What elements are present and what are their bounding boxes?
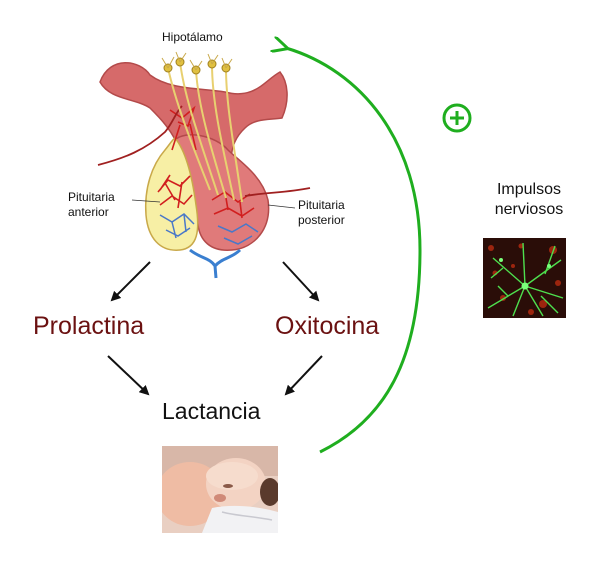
- posterior-label-line: [267, 204, 296, 209]
- capillaries-posterior-red: [211, 191, 255, 219]
- posterior-pituitary-label-line1: Pituitaria: [298, 198, 345, 212]
- artery-right: [244, 187, 311, 197]
- neuron-micrograph-image: [483, 238, 566, 318]
- arrow-prolactin-to-lactation: [107, 355, 150, 396]
- artery-left: [97, 105, 183, 166]
- feedback-arrow: [286, 48, 422, 454]
- neuron-cell-bodies: [163, 57, 231, 75]
- posterior-pituitary-label-line2: posterior: [298, 213, 345, 227]
- neuron-micrograph: [483, 238, 566, 318]
- nerve-impulses-label: Impulsos nerviosos: [478, 180, 580, 220]
- arrow-posterior-to-oxytocin: [282, 261, 320, 302]
- anterior-pituitary-label-line1: Pituitaria: [68, 190, 115, 204]
- arrow-anterior-to-prolactin: [110, 261, 151, 302]
- neuron-dendrites: [161, 51, 233, 71]
- arrow-oxytocin-to-lactation: [284, 355, 323, 396]
- neuron-fibers: [167, 61, 243, 203]
- pituitary-illustration: [97, 51, 311, 279]
- posterior-pituitary-label: Pituitaria posterior: [298, 198, 345, 228]
- capillaries-posterior-blue: [217, 223, 259, 245]
- anterior-pituitary-label-line2: anterior: [68, 205, 109, 219]
- anterior-label-line: [131, 199, 161, 203]
- prolactin-label: Prolactina: [33, 312, 145, 340]
- capillaries-anterior-red: [157, 174, 193, 209]
- breastfeeding-photo-image: [162, 446, 278, 533]
- oxytocin-label: Oxitocina: [275, 312, 380, 340]
- hypothalamus-tissue: [99, 62, 288, 170]
- nerve-impulses-label-line1: Impulsos: [496, 181, 562, 198]
- breastfeeding-photo: [162, 446, 278, 533]
- capillaries-anterior-blue: [159, 213, 195, 239]
- nerve-impulses-label-line2: nerviosos: [494, 201, 564, 218]
- lactation-label: Lactancia: [162, 398, 261, 424]
- venous-drainage: [189, 248, 242, 279]
- plus-circle-icon: [442, 103, 472, 133]
- anterior-pituitary-label: Pituitaria anterior: [68, 190, 115, 220]
- hypothalamus-label: Hipotálamo: [162, 30, 223, 44]
